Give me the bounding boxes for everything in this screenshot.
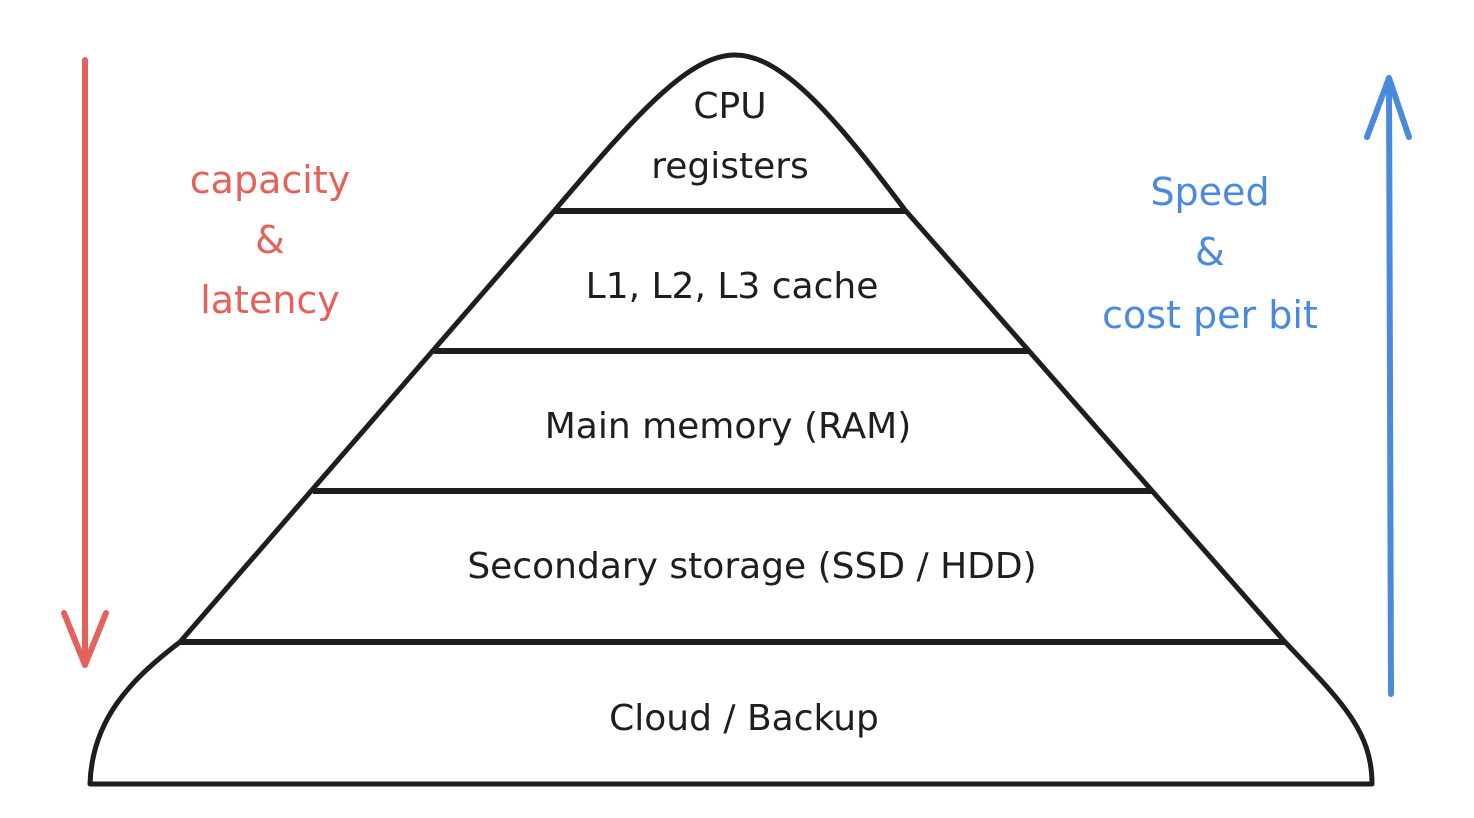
- tier-label-line: Cloud / Backup: [609, 698, 879, 739]
- tier-main-memory: Main memory (RAM): [545, 406, 912, 447]
- tier-label-line: L1, L2, L3 cache: [586, 266, 879, 307]
- tier-label-line: CPU: [693, 86, 766, 127]
- tier-secondary-storage: Secondary storage (SSD / HDD): [467, 546, 1036, 587]
- left-annotation: capacity & latency: [190, 158, 350, 322]
- tier-label-line: Main memory (RAM): [545, 406, 912, 447]
- arrow-up-icon: [1364, 75, 1412, 697]
- latency-label: latency: [200, 278, 340, 322]
- pyramid-outline: [87, 52, 1375, 787]
- capacity-label: capacity: [190, 158, 350, 202]
- tier-label-line: registers: [651, 146, 809, 187]
- tier-cache: L1, L2, L3 cache: [586, 266, 879, 307]
- ampersand-label: &: [1195, 230, 1225, 274]
- ampersand-label: &: [255, 218, 285, 262]
- cost-per-bit-label: cost per bit: [1102, 293, 1318, 337]
- tier-label-line: Secondary storage (SSD / HDD): [467, 546, 1036, 587]
- arrow-down-icon: [61, 57, 109, 668]
- speed-label: Speed: [1150, 170, 1269, 214]
- tier-cloud-backup: Cloud / Backup: [609, 698, 879, 739]
- tier-cpu-registers: CPU registers: [651, 86, 809, 187]
- right-annotation: Speed & cost per bit: [1102, 170, 1318, 337]
